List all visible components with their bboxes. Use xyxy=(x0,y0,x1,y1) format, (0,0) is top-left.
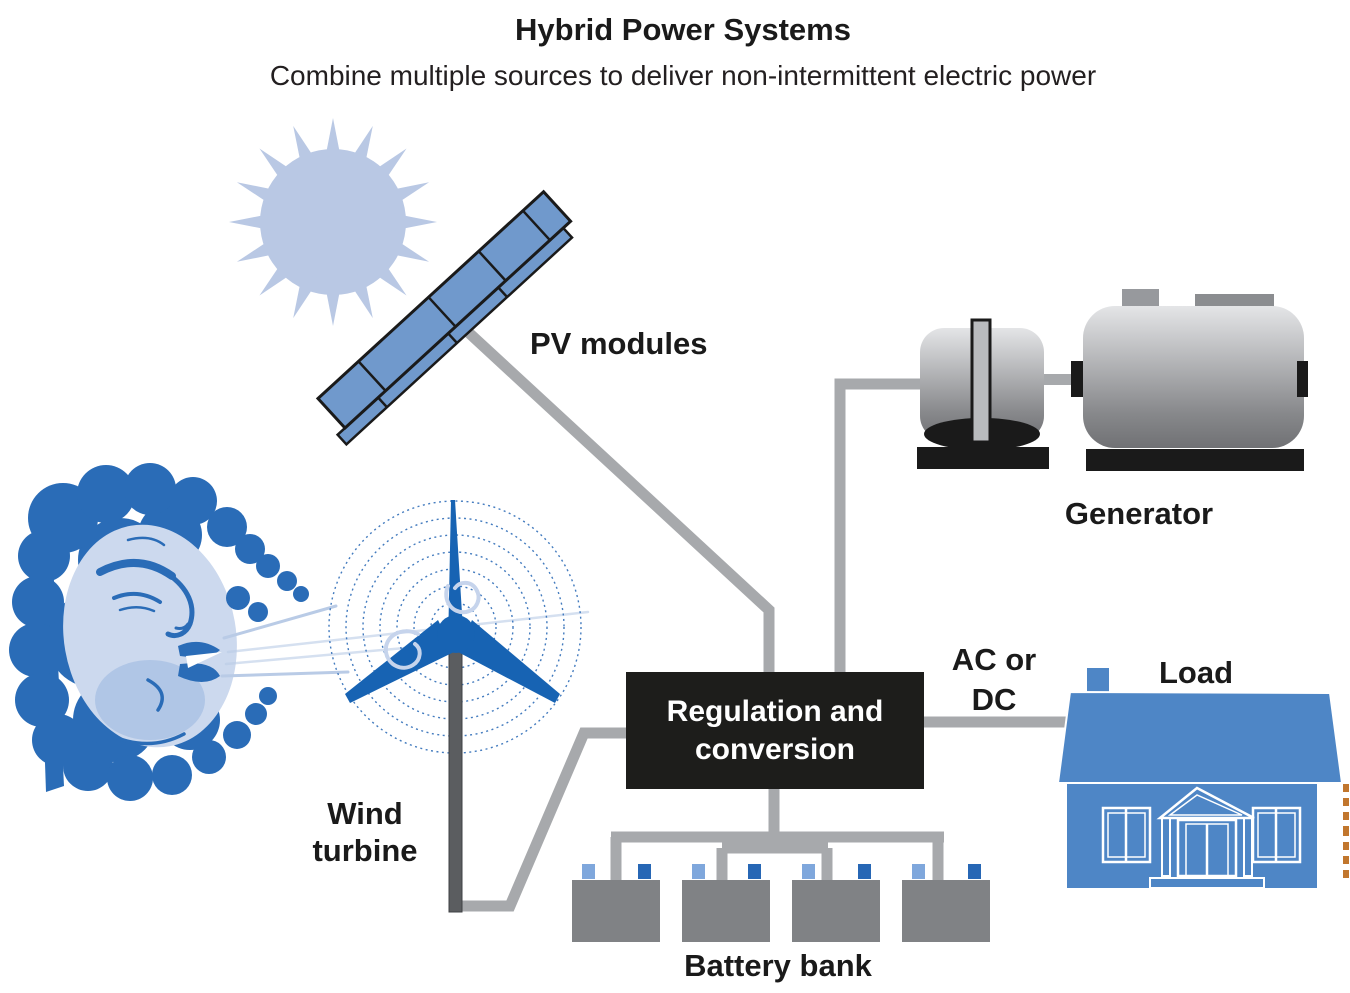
battery-bank xyxy=(572,864,990,942)
wind-turbine-icon xyxy=(328,500,582,913)
page-title: Hybrid Power Systems xyxy=(515,12,851,47)
battery-bank-label: Battery bank xyxy=(684,948,872,983)
load-label: Load xyxy=(1158,655,1234,690)
pv-wire xyxy=(464,327,775,680)
generator-wire xyxy=(834,378,922,680)
sun-icon xyxy=(229,118,437,326)
wind-wire xyxy=(450,727,630,912)
battery-icon xyxy=(572,864,660,942)
load-house-icon xyxy=(1056,668,1344,889)
wires xyxy=(450,327,1068,912)
generator-label: Generator xyxy=(1064,496,1214,531)
generator-icon xyxy=(917,289,1308,471)
page-subtitle: Combine multiple sources to deliver non-… xyxy=(269,60,1097,91)
wind-turbine-label: Wind turbine xyxy=(312,796,418,869)
pv-modules-label: PV modules xyxy=(530,326,708,361)
pv-panel-icon xyxy=(315,189,574,447)
battery-icon xyxy=(902,864,990,942)
regulation-conversion-box: Regulation and conversion xyxy=(626,672,924,789)
credit-marks xyxy=(1343,784,1349,878)
ac-dc-label: AC or DC xyxy=(951,642,1037,718)
turbine-pole xyxy=(448,637,463,913)
battery-icon xyxy=(792,864,880,942)
battery-bus xyxy=(610,785,944,882)
wind-face-icon xyxy=(9,463,590,801)
battery-icon xyxy=(682,864,770,942)
